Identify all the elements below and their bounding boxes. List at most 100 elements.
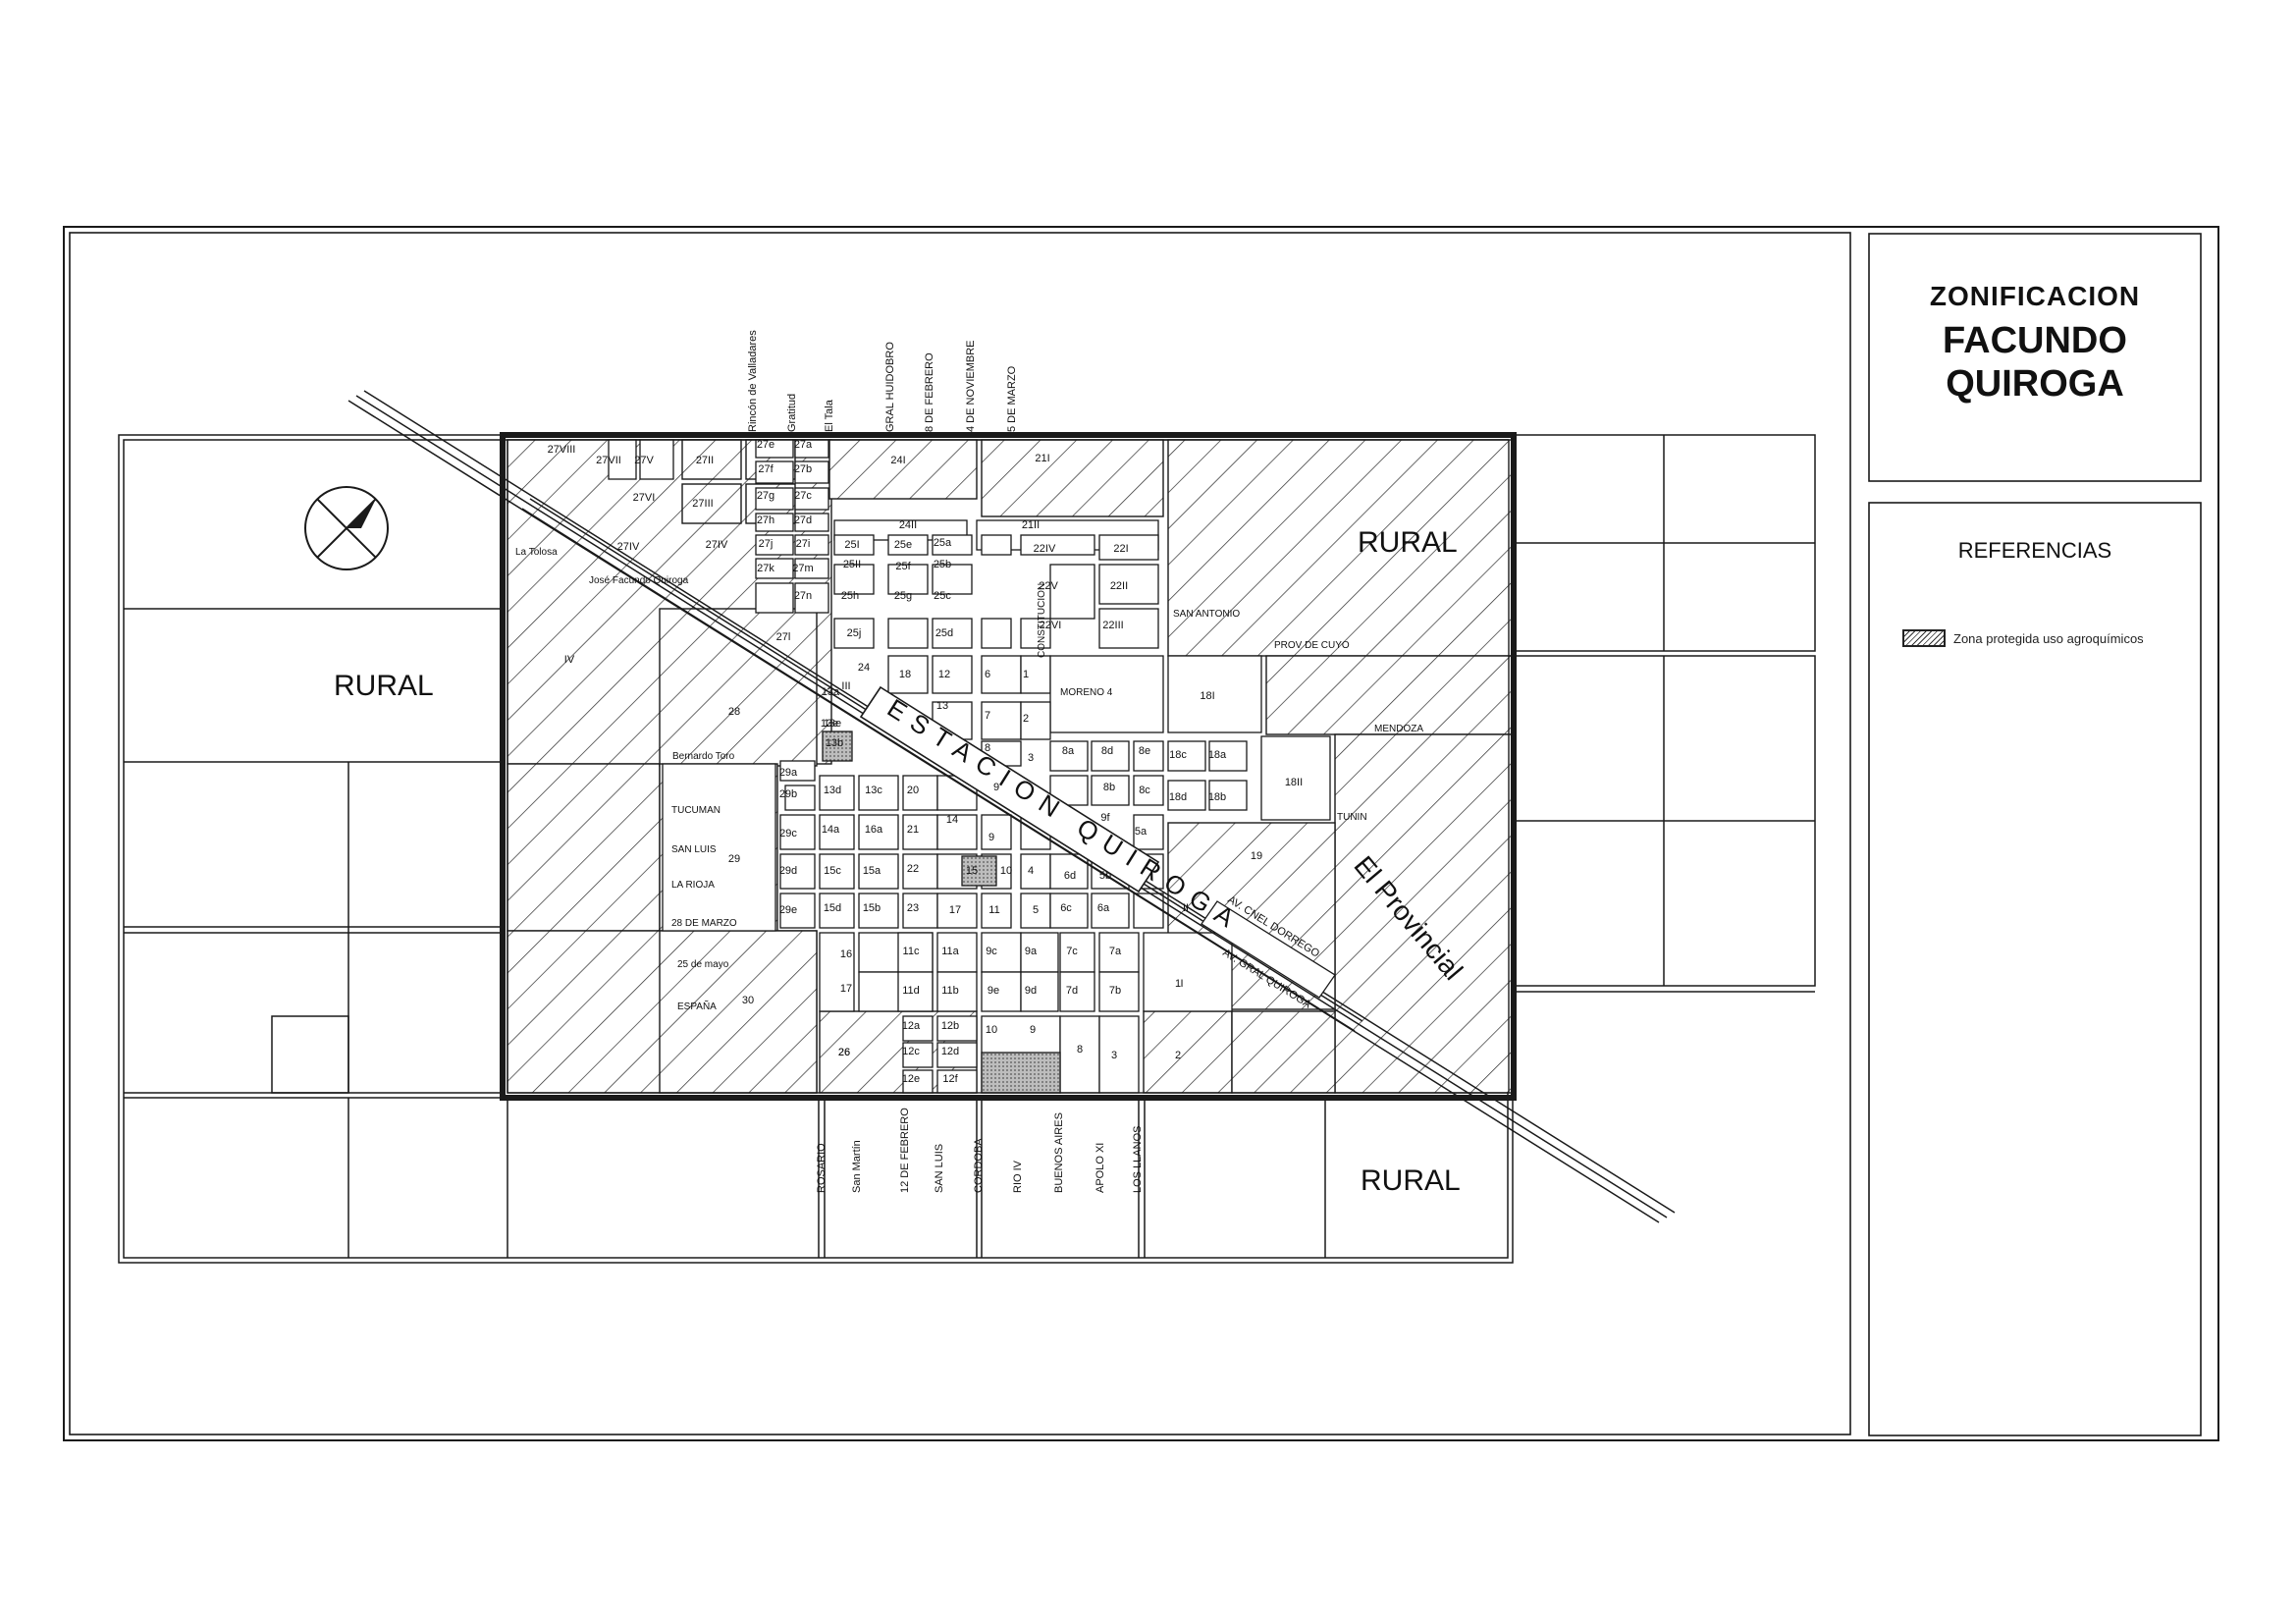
street-label: SAN LUIS — [934, 1144, 945, 1193]
zone-label: 7c — [1066, 946, 1078, 957]
zone-label: 22VI — [1040, 620, 1062, 631]
street-label: BUENOS AIRES — [1053, 1112, 1065, 1193]
street-label: 4 DE NOVIEMBRE — [965, 340, 977, 432]
zone-label: 18c — [1169, 749, 1187, 761]
title-frame — [1868, 233, 2202, 482]
rural-label-northeast: RURAL — [1358, 526, 1458, 559]
protected-zones — [507, 439, 1513, 1094]
zone-label: 9f — [1100, 812, 1110, 824]
zone-label: 22III — [1102, 620, 1123, 631]
zone-label: 27VII — [596, 455, 621, 466]
zone-label: 2 — [1175, 1050, 1181, 1061]
zone-label: 13e — [821, 718, 838, 730]
zone-label: 27c — [794, 490, 812, 502]
zone-label: III — [841, 680, 850, 692]
zone-label: 13c — [865, 785, 882, 796]
zone-label: 27III — [692, 498, 713, 510]
zone-label: 2 — [1023, 713, 1029, 725]
zone-label: 30 — [742, 995, 754, 1006]
zone-label: 27i — [796, 538, 811, 550]
zone-label: 6a — [1097, 902, 1110, 914]
zone-label: II — [1183, 902, 1189, 914]
zone-label: 6c — [1060, 902, 1072, 914]
zone-label: 18d — [1169, 791, 1187, 803]
zone-label: 21II — [1022, 519, 1040, 531]
zone-label: 1 — [1175, 978, 1181, 990]
zone-label: 5b — [1099, 870, 1111, 882]
zone-label: 9 — [993, 782, 999, 793]
street-label: CONSTITUCION — [1037, 583, 1047, 658]
street-label: 25 de mayo — [677, 959, 729, 970]
zone-label: 25f — [895, 561, 911, 572]
street-label: 12 DE FEBRERO — [899, 1108, 911, 1193]
legend-frame — [1868, 502, 2202, 1436]
legend-item-label: Zona protegida uso agroquímicos — [1953, 630, 2144, 646]
hatch-pattern-icon — [1902, 629, 1946, 647]
zone-label: 3 — [1111, 1050, 1117, 1061]
zone-label: 9 — [988, 832, 994, 843]
zone-label: 9c — [986, 946, 997, 957]
urban-boundary — [500, 432, 1517, 1101]
urban-boundary-inner — [507, 439, 1510, 1094]
zone-label: 13 — [936, 700, 948, 712]
zone-label: 24 — [858, 662, 870, 674]
zone-label: 11c — [903, 946, 920, 957]
legend-item: Zona protegida uso agroquímicos — [1902, 628, 2144, 648]
street-label: MORENO 4 — [1060, 687, 1113, 698]
zone-label: 11 — [988, 904, 999, 916]
zone-label: 22 — [907, 863, 919, 875]
zone-label: 13e — [824, 718, 841, 730]
street-label: Rincón de Valladares — [747, 330, 759, 432]
zone-label: 27II — [696, 455, 714, 466]
zone-label: 22IV — [1034, 543, 1056, 555]
zone-label: 22I — [1113, 543, 1128, 555]
street-label: PROV DE CUYO — [1274, 640, 1350, 651]
zone-label: 20 — [907, 785, 919, 796]
zone-label: 8d — [1101, 745, 1113, 757]
zone-label: 27VIII — [548, 444, 576, 456]
zone-label: 29c — [779, 828, 797, 839]
legend-panel: REFERENCIAS Zona protegida uso agroquími… — [1869, 503, 2201, 1435]
zone-label: 26 — [838, 1047, 850, 1058]
street-label: ROSARIO — [816, 1143, 828, 1193]
street-label: RIO IV — [1012, 1160, 1024, 1193]
title-label: ZONIFICACION — [1929, 281, 2141, 311]
zone-label: 27k — [757, 563, 774, 574]
zone-label: 8 — [985, 742, 990, 754]
zone-label: 7a — [1109, 946, 1122, 957]
street-label: San Martín — [851, 1140, 863, 1193]
street-label: Gratitud — [786, 394, 798, 432]
zone-label: 16 — [840, 948, 852, 960]
zone-label: 25g — [894, 590, 912, 602]
zone-label: 18 — [899, 669, 911, 680]
street-label: MENDOZA — [1374, 724, 1423, 734]
zone-label: 7b — [1109, 985, 1121, 997]
zone-label: 25a — [934, 537, 952, 549]
zone-label: 15c — [824, 865, 841, 877]
zone-label: 27f — [758, 463, 774, 475]
street-label: 28 DE MARZO — [671, 918, 737, 929]
zone-label: 25II — [843, 559, 861, 570]
zone-label: 25d — [935, 627, 953, 639]
zone-label: 29b — [779, 788, 797, 800]
zone-label: 6 — [985, 669, 990, 680]
zone-label: 5a — [1135, 826, 1148, 838]
street-label: TUNIN — [1337, 812, 1367, 823]
zone-label: 21 — [907, 824, 919, 836]
zone-label: 27a — [794, 439, 813, 451]
zone-label: 17 — [949, 904, 961, 916]
zone-label: 13b — [826, 737, 843, 749]
legend-title: REFERENCIAS — [1957, 538, 2112, 563]
zone-label: 8b — [1103, 782, 1115, 793]
zone-label: 8 — [1077, 1044, 1083, 1056]
north-arrow-icon — [304, 486, 389, 570]
zone-label: 15a — [863, 865, 881, 877]
street-label: LA RIOJA — [671, 880, 715, 891]
zone-label: 19 — [1251, 850, 1262, 862]
street-label: 8 DE FEBRERO — [924, 352, 935, 432]
title-block: ZONIFICACION FACUNDO QUIROGA — [1869, 234, 2201, 481]
street-label: Bernardo Toro — [672, 751, 735, 762]
zone-label: 5 — [1033, 904, 1039, 916]
zone-label: 27IV — [617, 541, 640, 553]
